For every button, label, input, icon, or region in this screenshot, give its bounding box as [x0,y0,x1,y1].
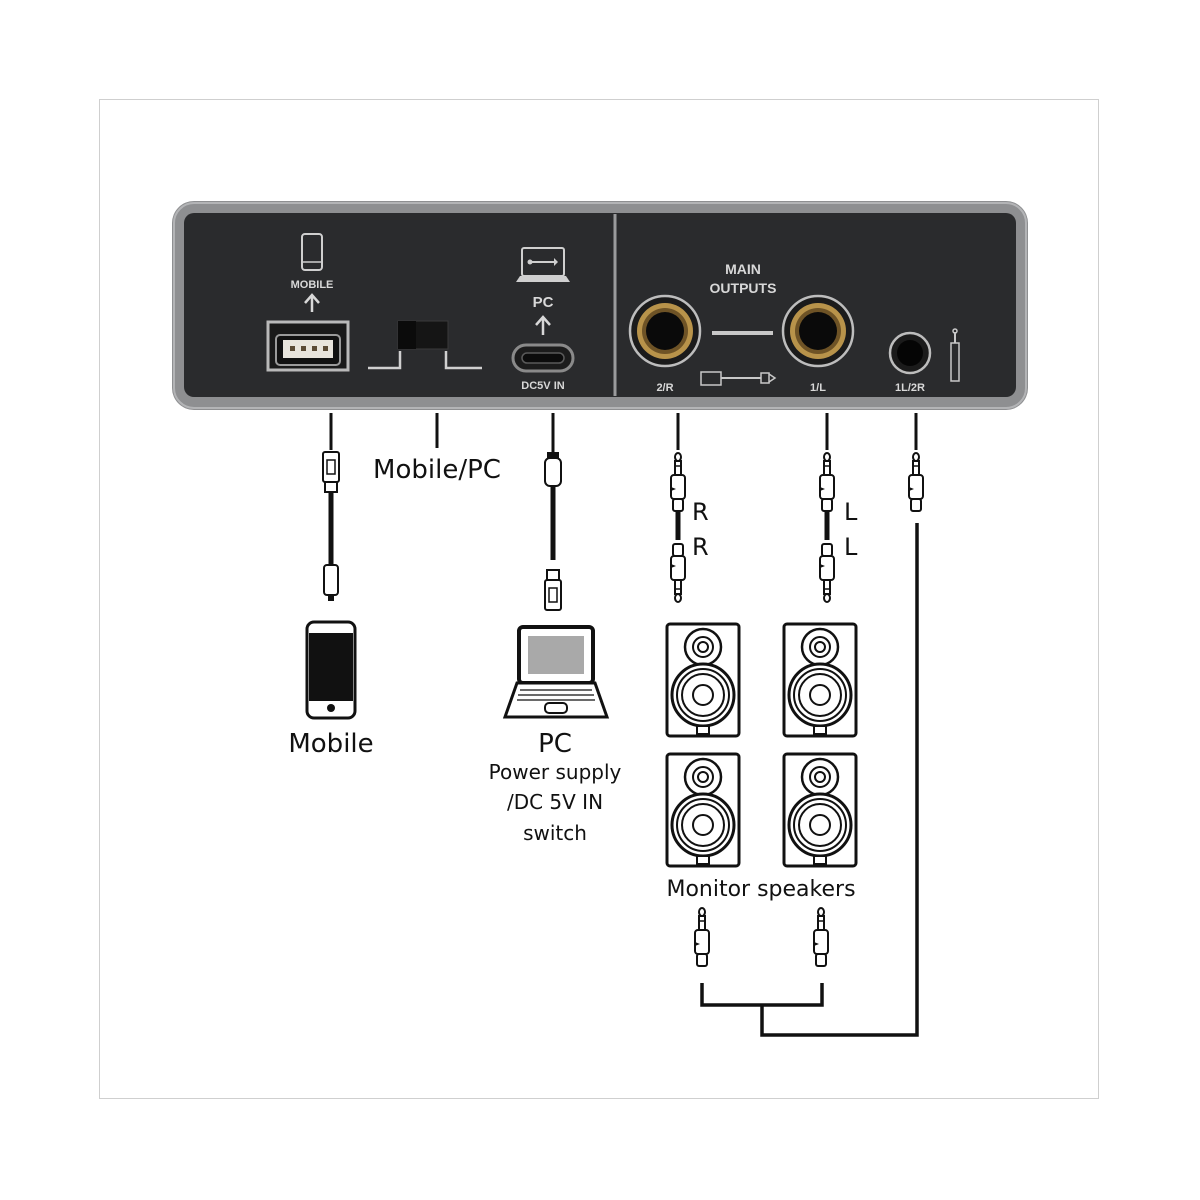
monitor-speaker-right-bottom [665,752,741,868]
mobile-usb-cable [322,413,340,601]
monitor-speaker-left-bottom [782,752,858,868]
output-jack-right[interactable] [628,294,702,368]
headphone-label: 1L/2R [895,382,925,394]
right-cable-top-label: R [692,498,709,526]
laptop-usb-icon [516,247,570,282]
mini-jack-icon [950,328,960,382]
pc-sublabel-3: switch [523,821,587,845]
output-right-label: 2/R [656,382,673,394]
main-outputs-label: MAIN [725,261,761,277]
right-channel-cable [670,413,686,602]
main-outputs-label-2: OUTPUTS [710,280,777,296]
mobile-phone-icon [305,620,357,720]
mobile-pc-switch[interactable] [368,320,482,370]
pc-port-label: PC [533,294,554,311]
switch-label: Mobile/PC [373,455,501,485]
output-left-label: 1/L [810,382,826,394]
left-channel-cable [819,413,835,602]
speakers-label: Monitor speakers [666,877,855,902]
right-cable-bottom-label: R [692,533,709,561]
mobile-label: Mobile [288,729,373,759]
monitor-speaker-right-top [665,622,741,738]
output-jack-left[interactable] [781,294,855,368]
panel-bezel-highlight [173,202,1027,409]
trs-plug-icon [700,371,777,386]
mobile-icon [301,233,323,271]
speaker-input-splitter [694,907,829,1007]
usb-c-port[interactable] [511,343,575,373]
monitor-speaker-left-top [782,622,858,738]
headphone-cable [760,413,924,1037]
pc-usb-cable [544,413,562,611]
audio-interface-rear-panel: MOBILE PC [172,201,1028,410]
pc-label: PC [538,729,572,759]
left-cable-top-label: L [844,498,858,526]
dc-in-label: DC5V IN [521,380,564,392]
mobile-port-label: MOBILE [291,279,334,291]
headphone-jack[interactable] [888,331,932,375]
pc-sublabel-2: /DC 5V IN [507,790,603,814]
left-cable-bottom-label: L [844,533,858,561]
usb-a-port[interactable] [266,320,350,372]
arrow-up-icon [304,293,320,312]
laptop-icon [502,625,610,719]
pc-sublabel-1: Power supply [489,760,622,784]
arrow-up-icon [535,315,551,335]
